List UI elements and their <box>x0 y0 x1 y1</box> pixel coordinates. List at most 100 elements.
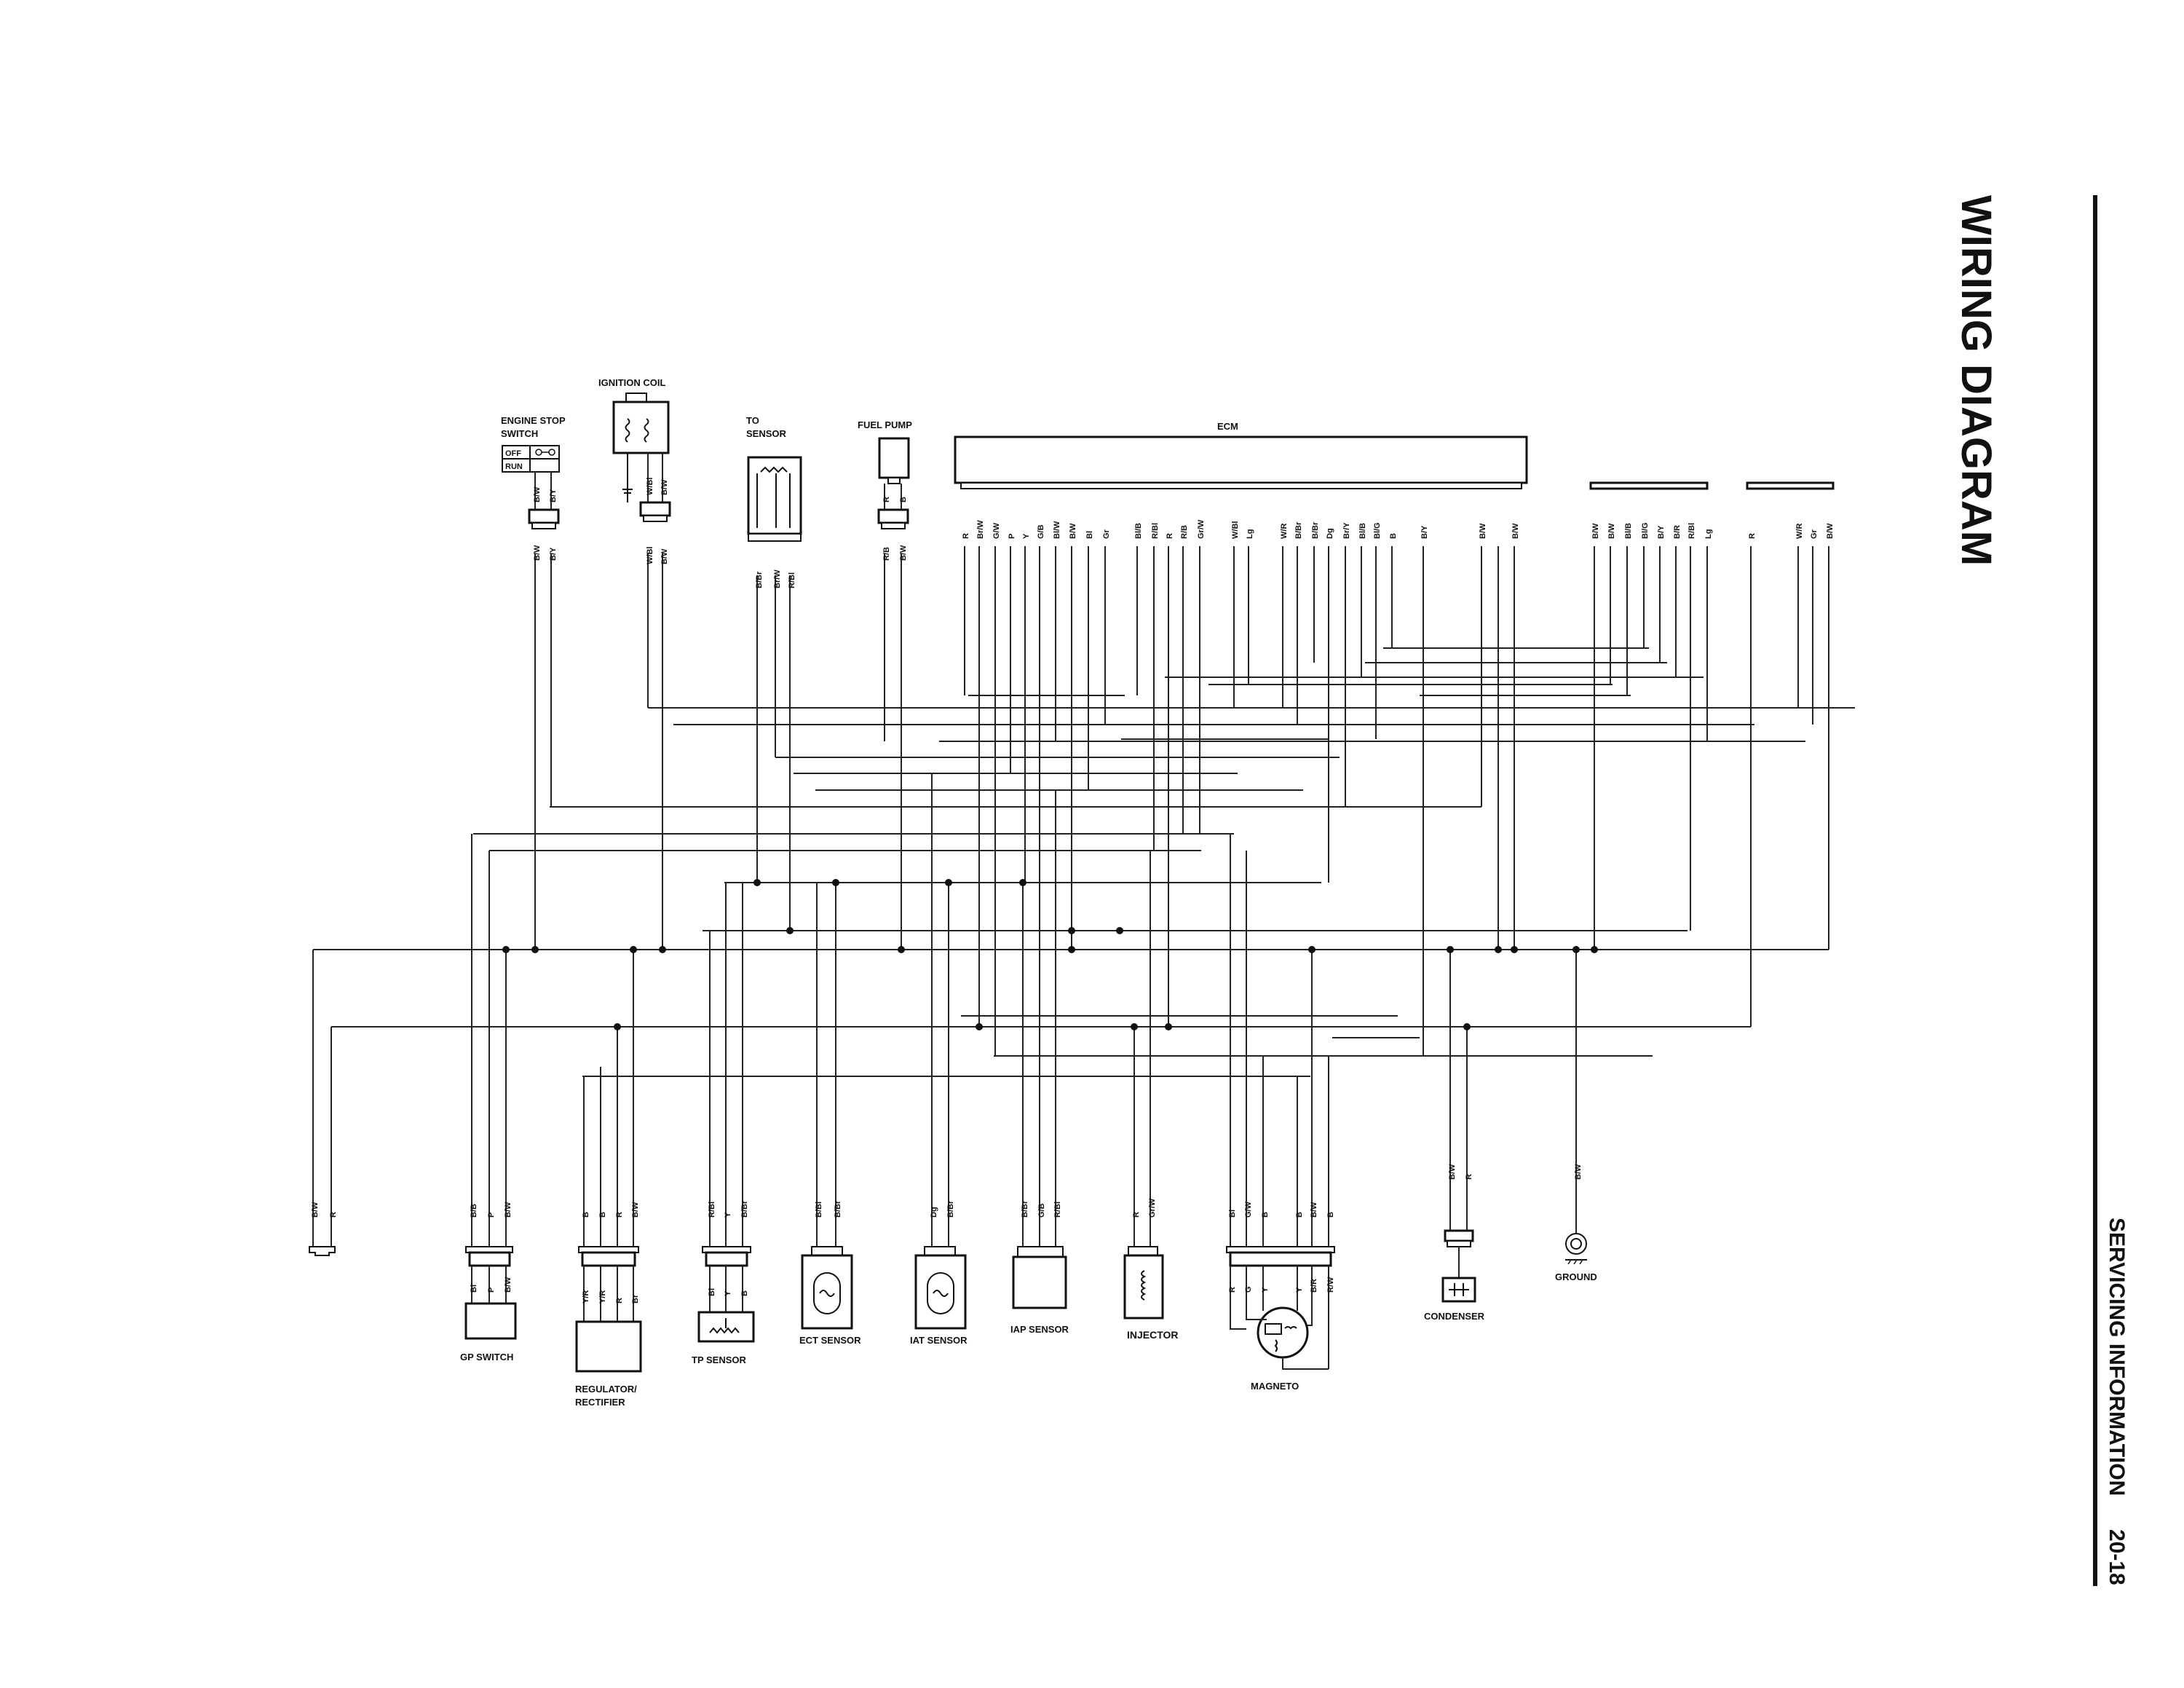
ecm-pin-label: G/B <box>1037 524 1045 539</box>
gp-switch: B/B P B/W Bl P B/W GP SWITCH <box>460 1202 517 1362</box>
engine-stop-label-1: ENGINE STOP <box>501 415 566 426</box>
svg-text:R: R <box>1228 1287 1237 1293</box>
ground-label: GROUND <box>1555 1271 1597 1282</box>
iap-sensor-label: IAP SENSOR <box>1010 1324 1069 1335</box>
svg-text:B/Br: B/Br <box>946 1200 955 1218</box>
ecm-pin-label: R <box>962 533 970 539</box>
condenser: B/W R CONDENSER <box>1424 1164 1485 1322</box>
fuel-pump-label: FUEL PUMP <box>858 419 912 430</box>
svg-text:B: B <box>1295 1212 1304 1218</box>
regulator-label-2: RECTIFIER <box>575 1397 625 1408</box>
svg-text:B/W: B/W <box>533 486 542 502</box>
svg-text:R: R <box>1132 1212 1141 1218</box>
svg-text:W/Bl: W/Bl <box>646 547 654 564</box>
ecm-pin-label: B/W <box>1479 523 1487 539</box>
svg-text:G/W: G/W <box>1244 1201 1253 1218</box>
condenser-label: CONDENSER <box>1424 1311 1485 1322</box>
svg-text:R/W: R/W <box>1326 1277 1335 1293</box>
ignition-coil-connector <box>639 501 671 517</box>
ecm-pin-label: B/W <box>1607 523 1616 539</box>
svg-text:Bl: Bl <box>1228 1210 1237 1218</box>
svg-text:R/B: R/B <box>882 547 891 561</box>
page-number: 20-18 <box>2105 1529 2129 1585</box>
gp-switch-label: GP SWITCH <box>460 1352 513 1362</box>
ect-sensor-label: ECT SENSOR <box>799 1335 861 1346</box>
ecm-pin-label: B/Y <box>1420 525 1429 539</box>
engine-stop-label-2: SWITCH <box>501 428 538 439</box>
svg-text:B/Br: B/Br <box>834 1200 842 1218</box>
svg-text:R/Bl: R/Bl <box>1053 1202 1062 1218</box>
ignition-coil-label: IGNITION COIL <box>598 377 666 388</box>
page-title: WIRING DIAGRAM <box>1952 195 2000 566</box>
section-title: SERVICING INFORMATION <box>2105 1218 2129 1496</box>
injector-label: INJECTOR <box>1127 1329 1179 1341</box>
svg-text:R: R <box>1465 1174 1473 1180</box>
svg-text:B/W: B/W <box>1574 1164 1583 1180</box>
ecm-pin-label: Lg <box>1246 529 1254 539</box>
svg-text:B/Bl: B/Bl <box>815 1202 823 1218</box>
svg-text:Y: Y <box>1261 1287 1270 1293</box>
svg-text:B: B <box>1261 1212 1270 1218</box>
ecm-pin-label: G/W <box>992 522 1001 539</box>
svg-text:Dg: Dg <box>930 1207 938 1218</box>
ecm-pin-label: Bl/W <box>1053 521 1061 539</box>
ecm-pin-label: Bl/G <box>1641 522 1650 539</box>
svg-text:B/W: B/W <box>1448 1164 1457 1180</box>
ecm-pin-label: R/Bl <box>1688 523 1696 539</box>
ecm-connector-3 <box>1746 481 1835 490</box>
wire-junctions <box>502 879 1598 1030</box>
svg-text:B/Br: B/Br <box>740 1200 749 1218</box>
svg-text:R/Bl: R/Bl <box>708 1202 716 1218</box>
tp-sensor: R/Bl Y B/Br Bl Y B TP SENSOR <box>692 1200 755 1365</box>
harness-wires <box>312 546 1855 1247</box>
ecm-pin-label: R <box>1166 533 1174 539</box>
ecm-label: ECM <box>1217 421 1238 432</box>
magneto: Bl G/W B B B/W B R G Y Y B/R R/W MAGNETO <box>1226 1201 1335 1392</box>
tp-sensor-label: TP SENSOR <box>692 1354 747 1365</box>
svg-text:R: R <box>615 1212 624 1218</box>
to-sensor-label-2: SENSOR <box>746 428 787 439</box>
svg-text:B/W: B/W <box>504 1202 513 1218</box>
svg-text:B/W: B/W <box>631 1202 640 1218</box>
ecm-pin-label: Bl/G <box>1373 522 1382 539</box>
ecm-pin-label: B/Br <box>1294 521 1303 539</box>
ecm: ECM <box>954 421 1835 490</box>
iat-sensor: Dg B/Br IAT SENSOR <box>910 1200 968 1346</box>
svg-text:R: R <box>615 1298 624 1304</box>
svg-text:B/Br: B/Br <box>1021 1200 1029 1218</box>
svg-text:R: R <box>882 497 891 502</box>
svg-text:Y: Y <box>1295 1287 1304 1293</box>
ecm-pin-label: W/R <box>1280 524 1289 539</box>
svg-text:P: P <box>487 1287 496 1293</box>
svg-text:Y/R: Y/R <box>598 1290 607 1304</box>
svg-text:B: B <box>899 497 908 502</box>
svg-text:B/Y: B/Y <box>549 547 558 561</box>
ect-sensor: B/Bl B/Br ECT SENSOR <box>799 1200 861 1346</box>
svg-text:Y: Y <box>724 1212 732 1218</box>
ecm-pin-label: Y <box>1022 533 1031 539</box>
svg-text:B/B: B/B <box>470 1204 478 1218</box>
ecm-pin-label: Bl/B <box>1624 523 1633 539</box>
svg-text:Bl: Bl <box>470 1285 478 1293</box>
fuel-pump-connector <box>877 508 909 524</box>
svg-text:B/W: B/W <box>504 1277 513 1293</box>
svg-text:B/Br: B/Br <box>755 571 764 588</box>
ecm-pin-label: Gr/W <box>1197 519 1206 539</box>
svg-text:B: B <box>740 1290 749 1296</box>
regulator-label-1: REGULATOR/ <box>575 1384 637 1395</box>
ecm-pin-label: Bl <box>1085 531 1094 539</box>
run-label: RUN <box>505 462 523 471</box>
to-sensor: TO SENSOR B/Br Br/W R/Bl <box>746 415 802 588</box>
to-sensor-label-1: TO <box>746 415 759 426</box>
ecm-pin-label: B/Br <box>1311 521 1320 539</box>
ecm-pin-label: Lg <box>1704 529 1713 539</box>
svg-text:B: B <box>582 1212 590 1218</box>
svg-text:B/Y: B/Y <box>549 489 558 502</box>
ecm-pin-label: R/Bl <box>1151 523 1160 539</box>
ecm-pin-label: R/B <box>1180 525 1189 539</box>
svg-text:B/W: B/W <box>660 479 669 495</box>
svg-text:Y/R: Y/R <box>582 1290 590 1304</box>
